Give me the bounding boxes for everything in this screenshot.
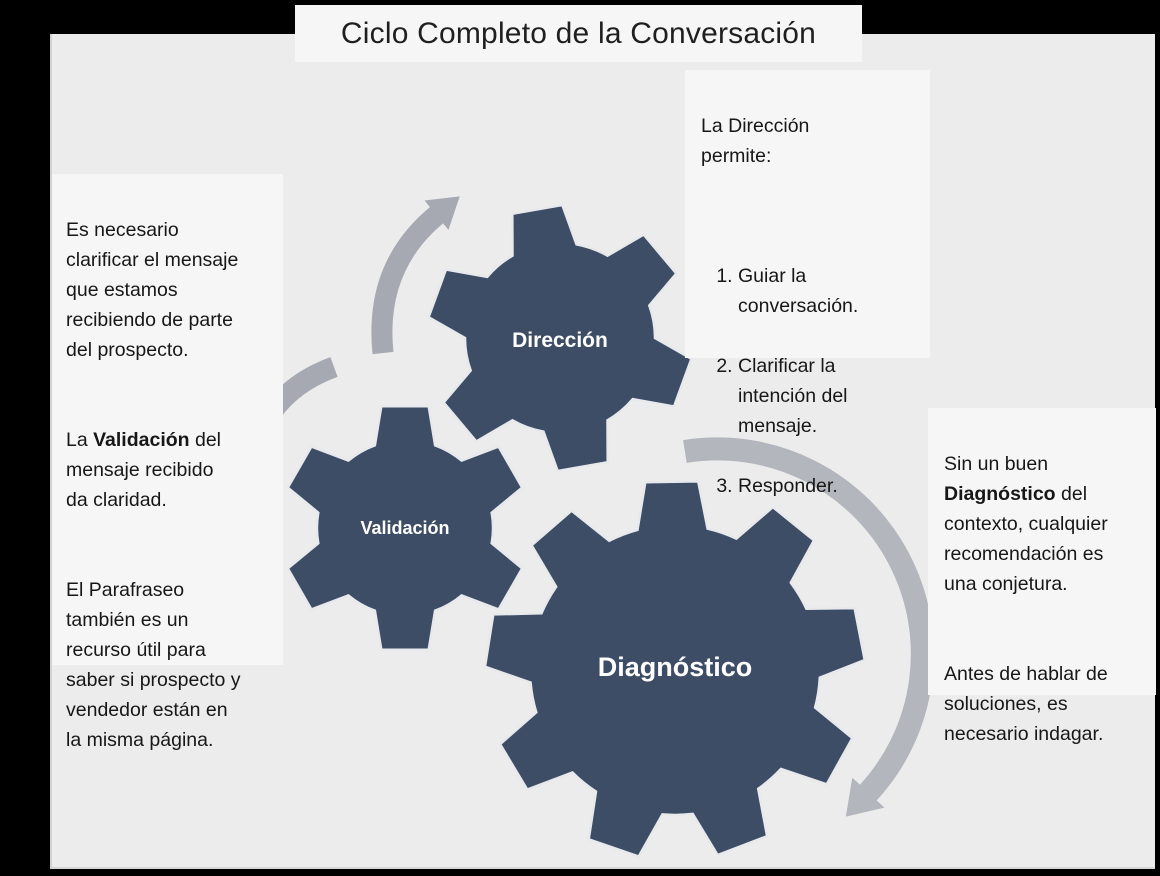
list-item: Guiar la conversación. [738, 261, 918, 321]
gear-validacion-label: Validación [360, 518, 449, 538]
slide-title-box: Ciclo Completo de la Conversación [295, 5, 862, 62]
validation-note-box: Es necesario clarificar el mensaje que e… [52, 174, 283, 751]
note-paragraph: Sin un buen Diagnóstico del contexto, cu… [944, 453, 1108, 595]
curved-arc-arrow-icon [683, 437, 934, 817]
note-heading: La Dirección permite: [701, 115, 810, 167]
gear-diagnostico-label: Diagnóstico [598, 652, 753, 682]
gear-diagnostico [483, 480, 867, 859]
list-item: Responder. [738, 471, 918, 501]
gear-validacion [286, 405, 524, 651]
curved-arrow-up-icon [371, 196, 460, 355]
note-paragraph: La Validación del mensaje recibido da cl… [66, 429, 222, 511]
note-paragraph: Antes de hablar de soluciones, es necesa… [944, 663, 1108, 745]
gear-direccion-label: Dirección [512, 329, 608, 352]
list-item: Clarificar la intención del mensaje. [738, 351, 918, 441]
note-paragraph: Es necesario clarificar el mensaje que e… [66, 219, 239, 361]
page-title: Ciclo Completo de la Conversación [340, 16, 817, 50]
gear-direccion [427, 203, 693, 473]
diagnostico-note-box: Sin un buen Diagnóstico del contexto, cu… [928, 408, 1156, 745]
direccion-note-box: La Dirección permite: Guiar la conversac… [685, 70, 930, 497]
direccion-list: Guiar la conversación. Clarificar la int… [701, 231, 918, 531]
note-paragraph: El Parafraseo también es un recurso útil… [66, 579, 241, 751]
